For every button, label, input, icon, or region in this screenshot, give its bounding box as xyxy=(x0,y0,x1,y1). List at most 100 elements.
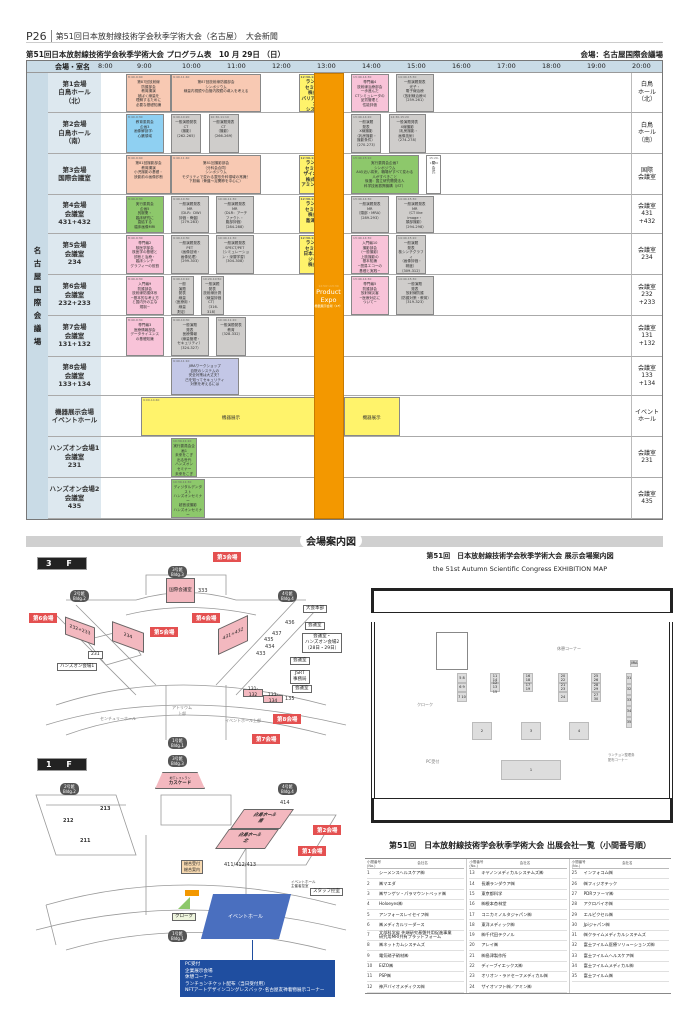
room-name-right: 白鳥 ホール （北） xyxy=(631,73,662,113)
hour-label: 14:00 xyxy=(362,62,381,70)
company-name: アレイ㈱ xyxy=(481,942,499,948)
booth[interactable]: 35 xyxy=(626,717,632,728)
booth[interactable]: 16 18 xyxy=(523,673,533,683)
century-hall-label: センチュリーホール xyxy=(100,716,136,721)
booth[interactable]: 17 19 xyxy=(523,682,533,693)
row-divider xyxy=(101,395,631,396)
company-name: 東洋メディック㈱ xyxy=(481,921,515,927)
building-2-badge: 2号館 Bldg.2 xyxy=(70,590,89,602)
room-211: 211 xyxy=(80,838,91,844)
booth[interactable]: 21 23 xyxy=(558,682,568,693)
booth[interactable]: 6 9 xyxy=(457,682,467,693)
session-time: 9:40-10:20 xyxy=(173,115,190,119)
booth[interactable]: 27 30 xyxy=(591,692,601,702)
exhibitor-header: 小間番号 (No.)会社名 xyxy=(571,859,669,869)
room-name-right: 会議室 131 +132 xyxy=(631,316,662,357)
session-time: 8:40-9:40 xyxy=(128,156,143,160)
room-name-right: 白鳥 ホール （南） xyxy=(631,113,662,154)
booth[interactable]: 4 xyxy=(569,722,589,740)
booth-number: 6 xyxy=(367,921,370,927)
booth[interactable]: 1 xyxy=(501,760,561,780)
session-title: 一般演題 発表 核シンチグラフィ （画像評価・ 精度） （309-312） xyxy=(398,241,424,273)
booth[interactable]: 34 xyxy=(626,706,632,717)
booth[interactable]: 11 14 xyxy=(490,673,500,683)
session-title: 教育委員会 企画3 画像解剖学： 心臓領域 xyxy=(133,120,156,138)
booth[interactable]: 2 xyxy=(472,722,492,740)
room-name-right: 会議室 231 xyxy=(631,437,662,478)
row-divider xyxy=(101,477,631,478)
booth[interactable]: 12 13 15 xyxy=(490,681,500,694)
session-title: 入門編10 撮影部会 （一般撮影） 上肢撮影の 基本知識 −簡易エコーの 基礎と… xyxy=(357,241,383,273)
booth[interactable]: 7 10 xyxy=(457,692,467,702)
company-name: PSP㈱ xyxy=(379,973,391,979)
booth[interactable]: 25 26 xyxy=(591,673,601,683)
event-hall-info-box: PC受付 企業展示会場 休憩コーナー ランチョンチケット配布（当日受付用） NF… xyxy=(180,960,335,997)
booth[interactable]: 32 xyxy=(626,684,632,695)
room-231: 231 xyxy=(88,651,103,659)
booth[interactable]: 20 22 xyxy=(558,673,568,683)
building-1-badge: 1号館 Bldg.1 xyxy=(168,737,187,749)
company-name: ザイオソフト㈱／アミン㈱ xyxy=(481,983,532,989)
company-name: EIZO㈱ xyxy=(379,963,394,969)
booth[interactable]: 24 xyxy=(558,692,568,702)
session-title: 一般演題発表 MR （DLR：DWI 評価・骨盤） （279-283） xyxy=(178,202,201,225)
booth[interactable]: 33 xyxy=(626,695,632,706)
session-block[interactable]: 機器展示 xyxy=(343,397,400,436)
booth-number: 24 xyxy=(469,983,475,989)
row-divider xyxy=(101,274,631,275)
company-name: シーメンスヘルスケア㈱ xyxy=(379,870,425,876)
booth-number: 33 xyxy=(571,952,577,958)
session-time: 14:40-15:30 xyxy=(398,277,417,281)
booth[interactable]: 31 xyxy=(626,673,632,684)
reception-marker xyxy=(185,890,199,896)
session-title: 専門編3 医療情報部会 データサイエンス の基礎知識 xyxy=(130,323,160,341)
booth[interactable]: 5 8 xyxy=(457,673,467,683)
session-title: 一般演題 発表 X線撮影 （乳房撮影・ 撮影条件） （270-273） xyxy=(354,120,378,147)
booth[interactable]: 28 29 xyxy=(591,682,601,693)
event-hall-upper-label: イベントホール上部 xyxy=(225,718,261,723)
booth[interactable]: 3 xyxy=(521,722,541,740)
